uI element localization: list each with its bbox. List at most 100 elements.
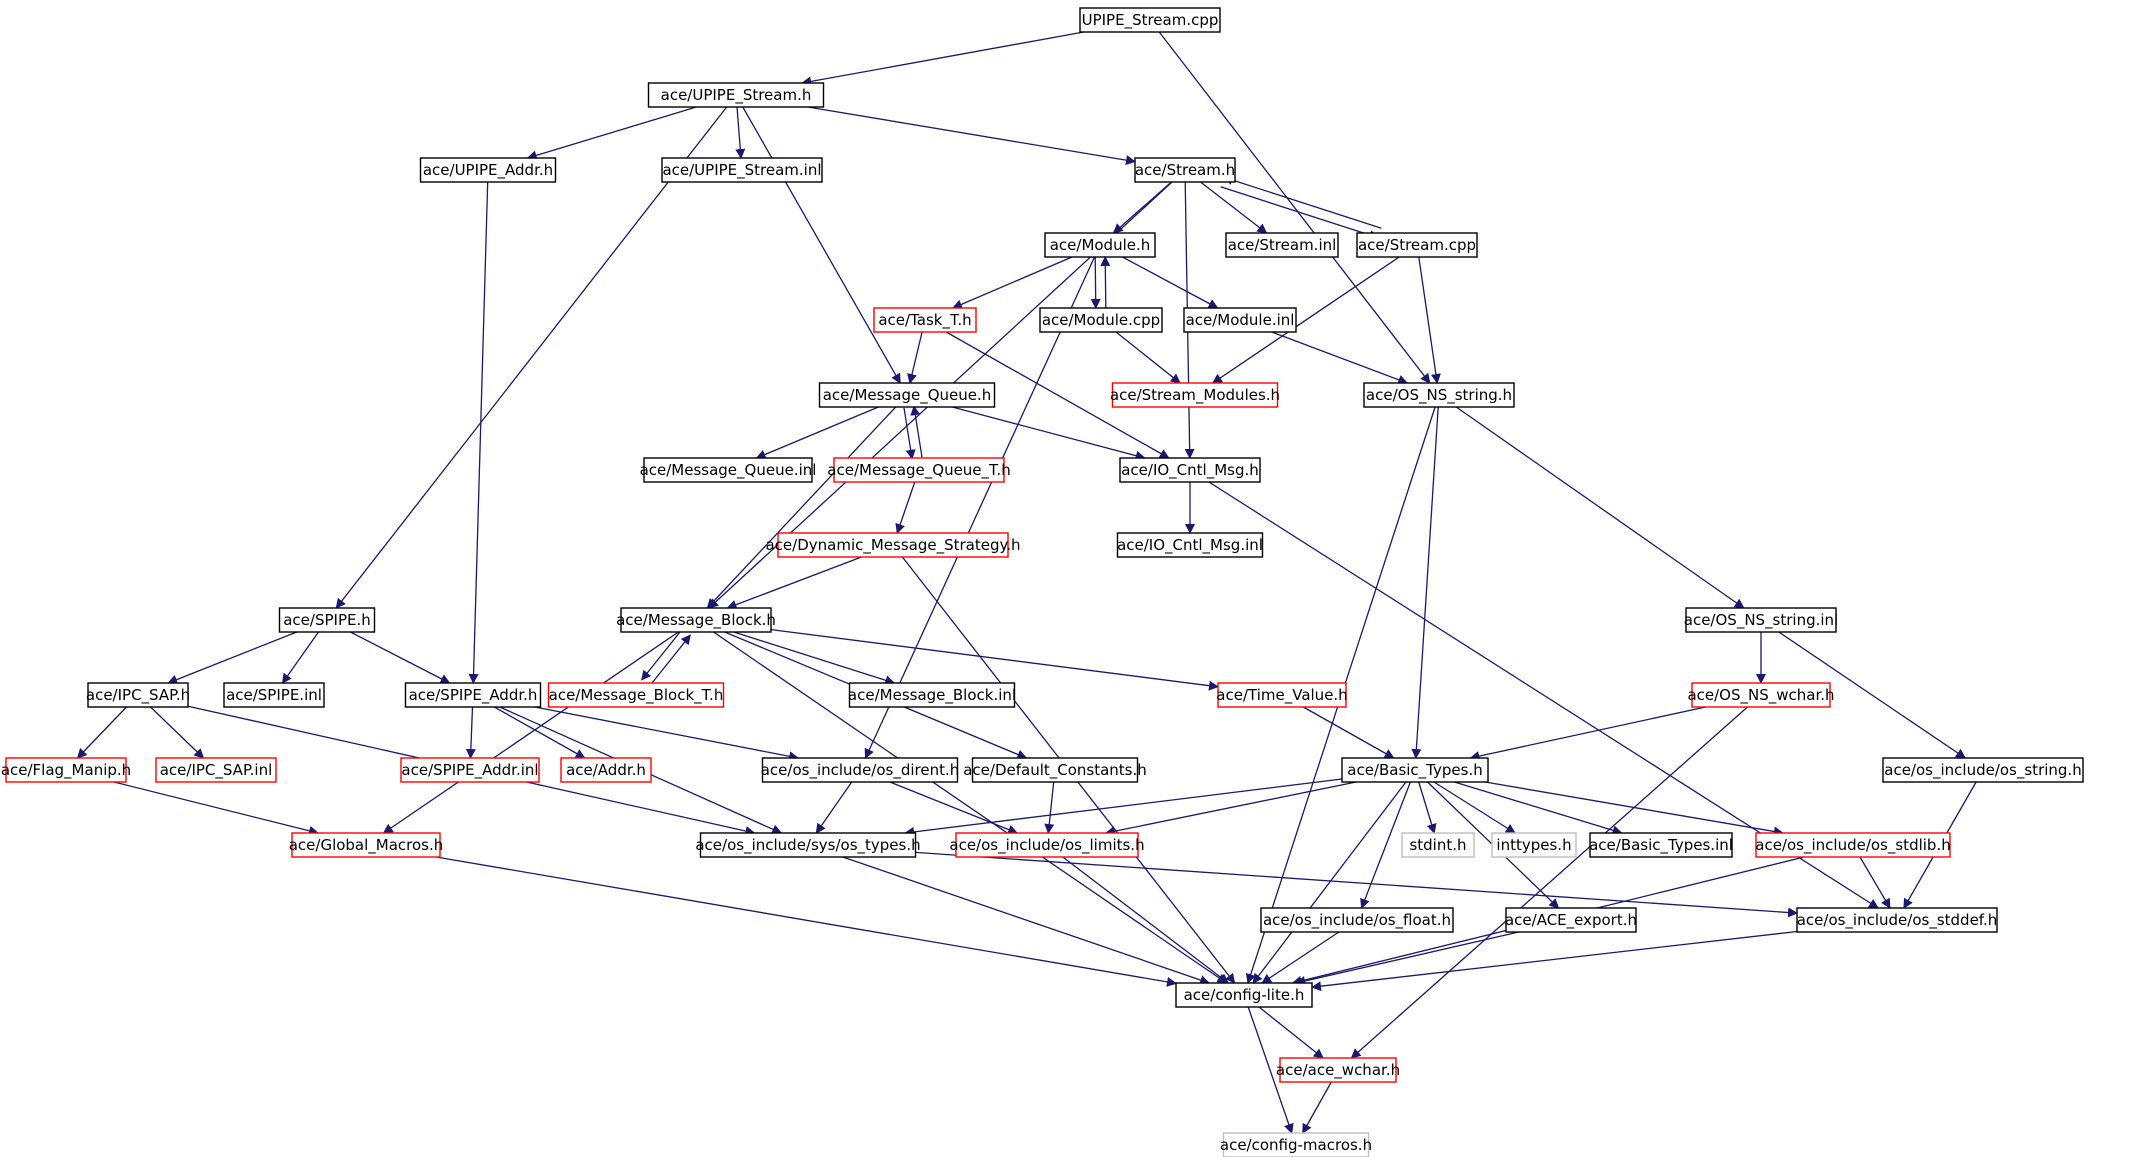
- node-box[interactable]: [1260, 907, 1454, 933]
- node-box[interactable]: [1363, 382, 1515, 408]
- node-box[interactable]: [155, 757, 277, 783]
- node-os-stddef-h[interactable]: ace/os_include/os_stddef.h: [1796, 907, 1998, 933]
- node-ace-export-h[interactable]: ace/ACE_export.h: [1505, 907, 1637, 933]
- node-os-stdlib-h[interactable]: ace/os_include/os_stdlib.h: [1755, 832, 1951, 858]
- node-box[interactable]: [1882, 757, 2084, 783]
- node-config-macros-h[interactable]: ace/config-macros.h: [1220, 1132, 1372, 1157]
- node-io-cntl-msg-inl[interactable]: ace/IO_Cntl_Msg.inl: [1116, 532, 1264, 558]
- node-global-macros-h[interactable]: ace/Global_Macros.h: [289, 832, 444, 858]
- node-os-limits-h[interactable]: ace/os_include/os_limits.h: [949, 832, 1145, 858]
- node-box[interactable]: [223, 682, 325, 708]
- node-stream-inl[interactable]: ace/Stream.inl: [1225, 232, 1339, 258]
- node-box[interactable]: [699, 832, 917, 858]
- node-upipe-stream-h[interactable]: ace/UPIPE_Stream.h: [647, 82, 825, 108]
- node-box[interactable]: [1341, 757, 1489, 783]
- node-message-queue-inl[interactable]: ace/Message_Queue.inl: [640, 457, 817, 483]
- node-box[interactable]: [1183, 307, 1297, 333]
- node-box[interactable]: [1044, 232, 1156, 258]
- node-box[interactable]: [761, 757, 959, 783]
- node-os-ns-string-inl[interactable]: ace/OS_NS_string.inl: [1684, 607, 1838, 633]
- node-box[interactable]: [818, 382, 996, 408]
- node-os-dirent-h[interactable]: ace/os_include/os_dirent.h: [761, 757, 960, 783]
- node-os-ns-wchar-h[interactable]: ace/OS_NS_wchar.h: [1687, 682, 1835, 708]
- node-os-types-h[interactable]: ace/os_include/sys/os_types.h: [695, 832, 921, 858]
- node-box[interactable]: [419, 157, 557, 183]
- node-os-float-h[interactable]: ace/os_include/os_float.h: [1260, 907, 1454, 933]
- node-task-t-h[interactable]: ace/Task_T.h: [873, 307, 977, 333]
- node-module-inl[interactable]: ace/Module.inl: [1183, 307, 1297, 333]
- node-box[interactable]: [1134, 157, 1236, 183]
- node-message-queue-h[interactable]: ace/Message_Queue.h: [818, 382, 996, 408]
- node-ipc-sap-inl[interactable]: ace/IPC_SAP.inl: [155, 757, 277, 783]
- node-io-cntl-msg-h[interactable]: ace/IO_Cntl_Msg.h: [1119, 457, 1261, 483]
- node-box[interactable]: [1111, 382, 1279, 408]
- node-message-block-h[interactable]: ace/Message_Block.h: [616, 607, 776, 633]
- node-box[interactable]: [1279, 1057, 1397, 1083]
- node-module-h[interactable]: ace/Module.h: [1044, 232, 1156, 258]
- node-time-value-h[interactable]: ace/Time_Value.h: [1216, 682, 1348, 708]
- node-box[interactable]: [1222, 1132, 1370, 1157]
- node-box[interactable]: [1685, 607, 1837, 633]
- node-inttypes-h[interactable]: inttypes.h: [1491, 832, 1577, 858]
- node-box[interactable]: [848, 682, 1016, 708]
- node-stream-modules-h[interactable]: ace/Stream_Modules.h: [1110, 382, 1280, 408]
- node-message-block-inl[interactable]: ace/Message_Block.inl: [848, 682, 1016, 708]
- node-box[interactable]: [1175, 982, 1313, 1008]
- node-upipe-stream-cpp[interactable]: UPIPE_Stream.cpp: [1079, 7, 1221, 33]
- node-os-string-h[interactable]: ace/os_include/os_string.h: [1882, 757, 2084, 783]
- node-box[interactable]: [620, 607, 772, 633]
- node-config-lite-h[interactable]: ace/config-lite.h: [1175, 982, 1313, 1008]
- node-box[interactable]: [1356, 232, 1478, 258]
- node-ipc-sap-h[interactable]: ace/IPC_SAP.h: [86, 682, 190, 708]
- node-upipe-addr-h[interactable]: ace/UPIPE_Addr.h: [419, 157, 557, 183]
- node-box[interactable]: [833, 457, 1005, 483]
- node-box[interactable]: [400, 757, 540, 783]
- node-module-cpp[interactable]: ace/Module.cpp: [1039, 307, 1163, 333]
- node-box[interactable]: [278, 607, 376, 633]
- node-box[interactable]: [1039, 307, 1163, 333]
- node-dynamic-message-strategy-h[interactable]: ace/Dynamic_Message_Strategy.h: [765, 532, 1021, 558]
- node-box[interactable]: [1589, 832, 1733, 858]
- node-default-constants-h[interactable]: ace/Default_Constants.h: [963, 757, 1147, 783]
- node-box[interactable]: [5, 757, 127, 783]
- node-ace-wchar-h[interactable]: ace/ace_wchar.h: [1276, 1057, 1400, 1083]
- node-box[interactable]: [404, 682, 542, 708]
- node-box[interactable]: [1079, 7, 1221, 33]
- node-box[interactable]: [87, 682, 189, 708]
- node-basic-types-inl[interactable]: ace/Basic_Types.inl: [1589, 832, 1733, 858]
- node-box[interactable]: [647, 82, 825, 108]
- node-stream-h[interactable]: ace/Stream.h: [1134, 157, 1236, 183]
- node-box[interactable]: [873, 307, 977, 333]
- node-spipe-addr-inl[interactable]: ace/SPIPE_Addr.inl: [400, 757, 540, 783]
- node-box[interactable]: [777, 532, 1009, 558]
- node-spipe-inl[interactable]: ace/SPIPE.inl: [223, 682, 325, 708]
- node-stream-cpp[interactable]: ace/Stream.cpp: [1356, 232, 1478, 258]
- node-flag-manip-h[interactable]: ace/Flag_Manip.h: [1, 757, 131, 783]
- node-spipe-h[interactable]: ace/SPIPE.h: [278, 607, 376, 633]
- node-os-ns-string-h[interactable]: ace/OS_NS_string.h: [1363, 382, 1515, 408]
- node-box[interactable]: [547, 682, 725, 708]
- node-stdint-h[interactable]: stdint.h: [1401, 832, 1475, 858]
- node-box[interactable]: [1401, 832, 1475, 858]
- node-box[interactable]: [1119, 457, 1261, 483]
- node-message-block-t-h[interactable]: ace/Message_Block_T.h: [547, 682, 725, 708]
- node-box[interactable]: [1755, 832, 1951, 858]
- node-box[interactable]: [1691, 682, 1831, 708]
- node-box[interactable]: [661, 157, 823, 183]
- node-box[interactable]: [1491, 832, 1577, 858]
- node-message-queue-t-h[interactable]: ace/Message_Queue_T.h: [827, 457, 1011, 483]
- node-basic-types-h[interactable]: ace/Basic_Types.h: [1341, 757, 1489, 783]
- node-box[interactable]: [971, 757, 1139, 783]
- node-upipe-stream-inl[interactable]: ace/UPIPE_Stream.inl: [661, 157, 823, 183]
- node-box[interactable]: [291, 832, 441, 858]
- node-box[interactable]: [1116, 532, 1264, 558]
- node-box[interactable]: [560, 757, 652, 783]
- node-box[interactable]: [1505, 907, 1637, 933]
- node-spipe-addr-h[interactable]: ace/SPIPE_Addr.h: [404, 682, 542, 708]
- node-box[interactable]: [1796, 907, 1998, 933]
- node-box[interactable]: [955, 832, 1139, 858]
- node-addr-h[interactable]: ace/Addr.h: [560, 757, 652, 783]
- node-box[interactable]: [1225, 232, 1339, 258]
- node-box[interactable]: [643, 457, 813, 483]
- node-box[interactable]: [1217, 682, 1347, 708]
